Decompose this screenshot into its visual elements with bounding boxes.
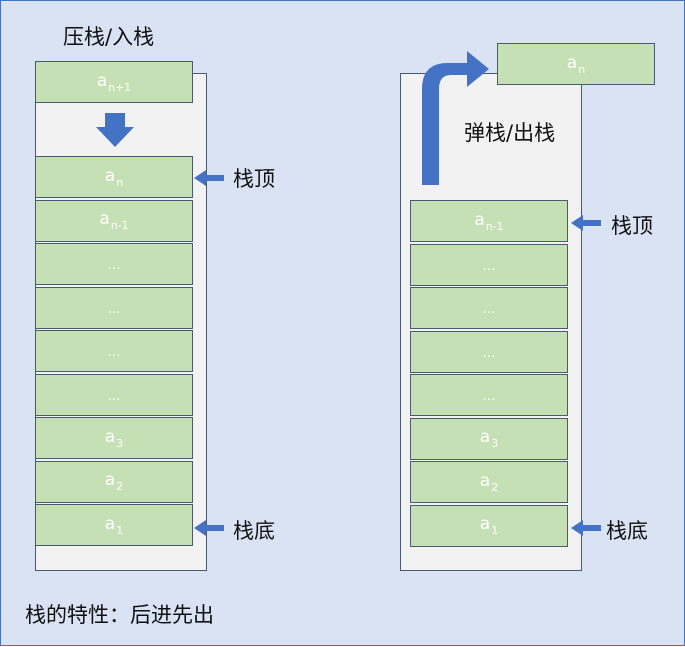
left-stack-cell: … [35,243,193,285]
left-stack-cell: … [35,286,193,329]
right-bottom-pointer-arrow [571,520,601,536]
right-stack-cell: … [410,374,568,416]
right-stack-cell: an-1 [410,200,568,242]
right-stack-cell: a3 [410,417,568,460]
right-stack-top-label: 栈顶 [611,214,653,238]
push-title: 压栈/入栈 [63,25,155,49]
right-top-pointer-arrow [571,215,601,231]
left-stack-cell: … [35,373,193,416]
right-stack-cell: a2 [410,461,568,503]
right-stack-cell: … [410,243,568,286]
left-stack-bottom-label: 栈底 [233,519,275,543]
left-stack-top-label: 栈顶 [233,167,275,191]
left-stack-cell: an-1 [35,199,193,242]
right-stack-bottom-label: 栈底 [606,519,648,543]
right-stack-cell: … [410,287,568,329]
stack-property-caption: 栈的特性：后进先出 [25,603,214,627]
outgoing-element: an [497,43,655,85]
pop-title: 弹栈/出栈 [464,121,556,145]
left-stack-cell: a1 [35,504,193,546]
left-stack-cell: … [35,330,193,372]
left-bottom-pointer-arrow [194,520,224,536]
left-top-pointer-arrow [194,170,224,186]
left-stack-cell: a2 [35,460,193,503]
left-stack-cell: an [35,156,193,198]
left-stack-cell: a3 [35,417,193,459]
right-stack-cell: … [410,330,568,373]
right-stack-cell: a1 [410,504,568,547]
incoming-element: an+1 [35,61,193,103]
